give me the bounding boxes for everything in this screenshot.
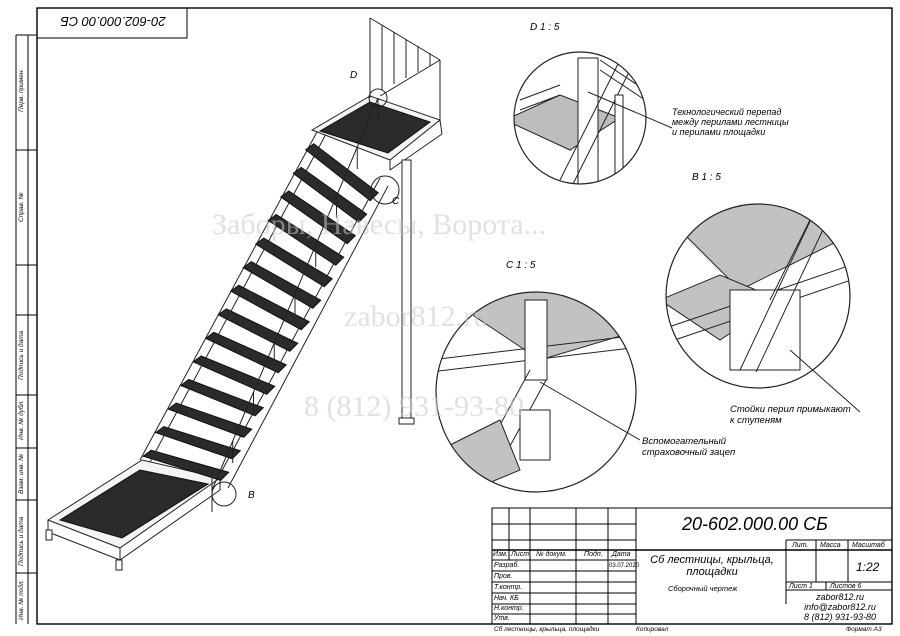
stair-step bbox=[304, 143, 380, 202]
watermark-1: Заборы, Навесы, Ворота... bbox=[212, 208, 547, 241]
company-email: info@zabor812.ru bbox=[804, 602, 876, 612]
lit-label: Лит. bbox=[792, 542, 809, 549]
role-prov: Пров. bbox=[494, 573, 513, 580]
col-sign: Подп. bbox=[584, 551, 603, 558]
note-b-line-1: Стойки перил примыкают bbox=[730, 404, 851, 415]
title-block-code: 20-602.000.00 СБ bbox=[682, 514, 828, 534]
detail-b-view bbox=[665, 203, 861, 413]
note-c-line-1: Вспомогательный bbox=[642, 436, 726, 447]
callout-b: B bbox=[248, 490, 255, 501]
sheets-total: Листов 6 bbox=[830, 583, 862, 590]
footer-format: Формат А3 bbox=[846, 626, 882, 633]
note-b-line-2: к ступеням bbox=[730, 415, 782, 426]
detail-c-title: C 1 : 5 bbox=[506, 260, 536, 271]
side-label-2: Справ. № bbox=[18, 192, 25, 222]
stair-step bbox=[279, 190, 357, 245]
side-label-4: Инв. № дубл. bbox=[18, 400, 25, 440]
doc-type: Сборочный чертеж bbox=[668, 584, 738, 593]
stair-step bbox=[267, 213, 345, 266]
company-site: zabor812.ru bbox=[815, 592, 865, 602]
side-label-1: Перв. примен. bbox=[18, 68, 25, 112]
callout-d: D bbox=[350, 70, 358, 81]
drawing-title-line-1: Сб лестницы, крыльца, bbox=[650, 554, 774, 566]
side-column bbox=[15, 34, 37, 624]
role-utv: Утв. bbox=[494, 615, 510, 622]
role-nkontr: Н.контр. bbox=[494, 605, 524, 612]
note-d-line-1: Технологический перепад bbox=[672, 107, 782, 117]
company-block: zabor812.ru info@zabor812.ru 8 (812) 931… bbox=[790, 592, 890, 622]
stair-step bbox=[192, 355, 276, 395]
side-label-7: Инв. № подл. bbox=[18, 579, 25, 620]
sheet-number: Лист 1 bbox=[789, 583, 813, 590]
col-izm: Изм. bbox=[493, 551, 508, 558]
stair-step bbox=[142, 449, 230, 481]
callout-c: C bbox=[392, 196, 400, 207]
dev-date: 03.07.2020 bbox=[609, 563, 640, 569]
role-nachkb: Нач. КБ bbox=[494, 595, 519, 602]
note-d: Технологический перепад между перилами л… bbox=[672, 107, 789, 137]
col-list: Лист bbox=[511, 551, 530, 558]
note-d-line-3: и перилами площадки bbox=[672, 127, 766, 137]
role-tkontr: Т.контр. bbox=[494, 584, 523, 591]
role-razrab: Разраб. bbox=[494, 562, 520, 569]
company-phone: 8 (812) 931-93-80 bbox=[803, 612, 877, 622]
side-label-6: Подпись и дата bbox=[18, 516, 25, 566]
side-label-5: Взам. инв. № bbox=[18, 453, 25, 494]
stair-step bbox=[179, 378, 265, 417]
scale-value: 1:22 bbox=[856, 560, 880, 574]
side-label-3: Подпись и дата bbox=[18, 330, 25, 380]
staircase-drawing bbox=[45, 17, 443, 571]
detail-d-title: D 1 : 5 bbox=[530, 22, 560, 33]
footer-name: Сб лестницы, крыльца, площадки bbox=[494, 626, 600, 633]
detail-b-title: B 1 : 5 bbox=[692, 172, 721, 183]
stair-step bbox=[229, 284, 311, 331]
footer-copied: Копировал bbox=[636, 626, 669, 633]
title-block-grid bbox=[491, 507, 893, 625]
note-c-line-2: страховочный зацеп bbox=[642, 447, 736, 458]
col-date: Дата bbox=[612, 551, 631, 558]
note-c: Вспомогательный страховочный зацеп bbox=[642, 436, 735, 458]
sheet-frame bbox=[36, 7, 893, 625]
detail-c-view bbox=[435, 291, 641, 493]
watermark-3: 8 (812) 931-93-80 bbox=[304, 390, 524, 423]
drawing-title: Сб лестницы, крыльца, площадки bbox=[640, 554, 784, 578]
top-code-box bbox=[36, 7, 188, 39]
stair-step bbox=[292, 166, 368, 223]
mass-label: Масса bbox=[820, 542, 841, 549]
note-b: Стойки перил примыкают к ступеням bbox=[730, 404, 851, 426]
detail-d-view bbox=[513, 51, 673, 185]
col-doc: № докум. bbox=[536, 551, 567, 558]
stair-step bbox=[217, 308, 299, 352]
top-code: 20-602.000.00 СБ bbox=[60, 14, 166, 29]
scale-label: Масштаб bbox=[852, 542, 885, 549]
note-d-line-2: между перилами лестницы bbox=[672, 117, 789, 127]
watermark-2: zabor812.ru bbox=[344, 300, 489, 333]
stair-step bbox=[167, 402, 253, 438]
stair-step bbox=[254, 237, 334, 288]
drawing-title-line-2: площадки bbox=[686, 566, 738, 578]
